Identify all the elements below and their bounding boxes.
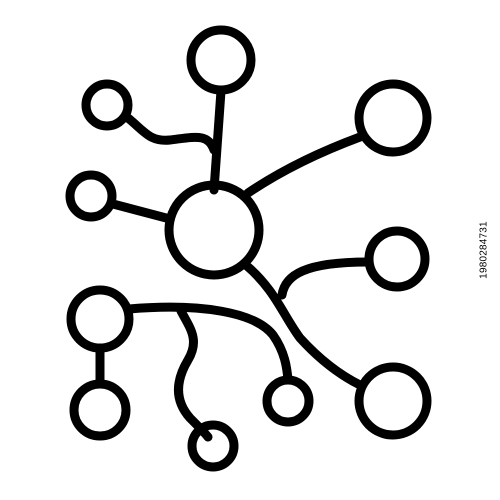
node-right: [364, 226, 430, 292]
branch-upper-right: [243, 132, 365, 198]
node-mid-left: [66, 285, 134, 353]
node-bottom: [187, 420, 239, 472]
branch-left: [108, 199, 175, 224]
node-lower-middle: [262, 375, 314, 427]
branch-lower-squiggle: [174, 306, 213, 442]
node-upper-right: [354, 79, 432, 157]
branch-lower-left-arc: [124, 302, 293, 385]
branch-lower-right-trunk: [242, 261, 365, 390]
node-upper-left: [81, 79, 133, 131]
node-top: [186, 25, 256, 95]
node-left: [65, 170, 117, 222]
stock-id-label: 1980284731: [478, 221, 490, 279]
branch-top: [209, 86, 226, 195]
node-lower-right: [354, 362, 432, 440]
hub-node: [164, 180, 264, 280]
node-bottom-left: [69, 379, 131, 441]
branch-right: [277, 257, 373, 300]
branch-upper-left: [123, 113, 219, 155]
